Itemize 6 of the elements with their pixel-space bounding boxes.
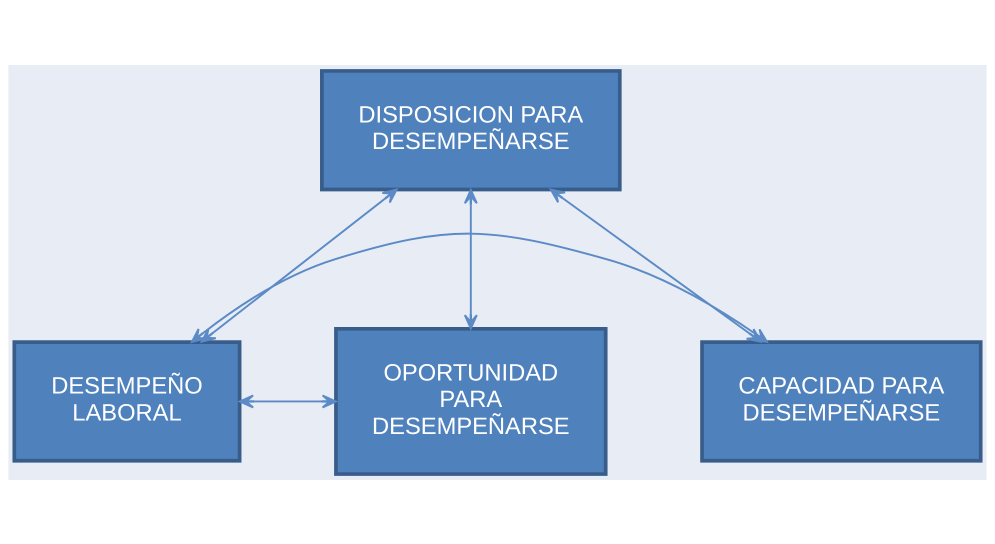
node-box: DESEMPEÑO LABORAL	[12, 340, 242, 462]
arrow	[464, 188, 478, 329]
node-box: OPORTUNIDAD PARA DESEMPEÑARSE	[334, 326, 608, 476]
arrow	[238, 394, 337, 408]
node-box: CAPACIDAD PARA DESEMPEÑARSE	[700, 340, 983, 462]
node-box: DISPOSICION PARA DESEMPEÑARSE	[320, 68, 622, 191]
